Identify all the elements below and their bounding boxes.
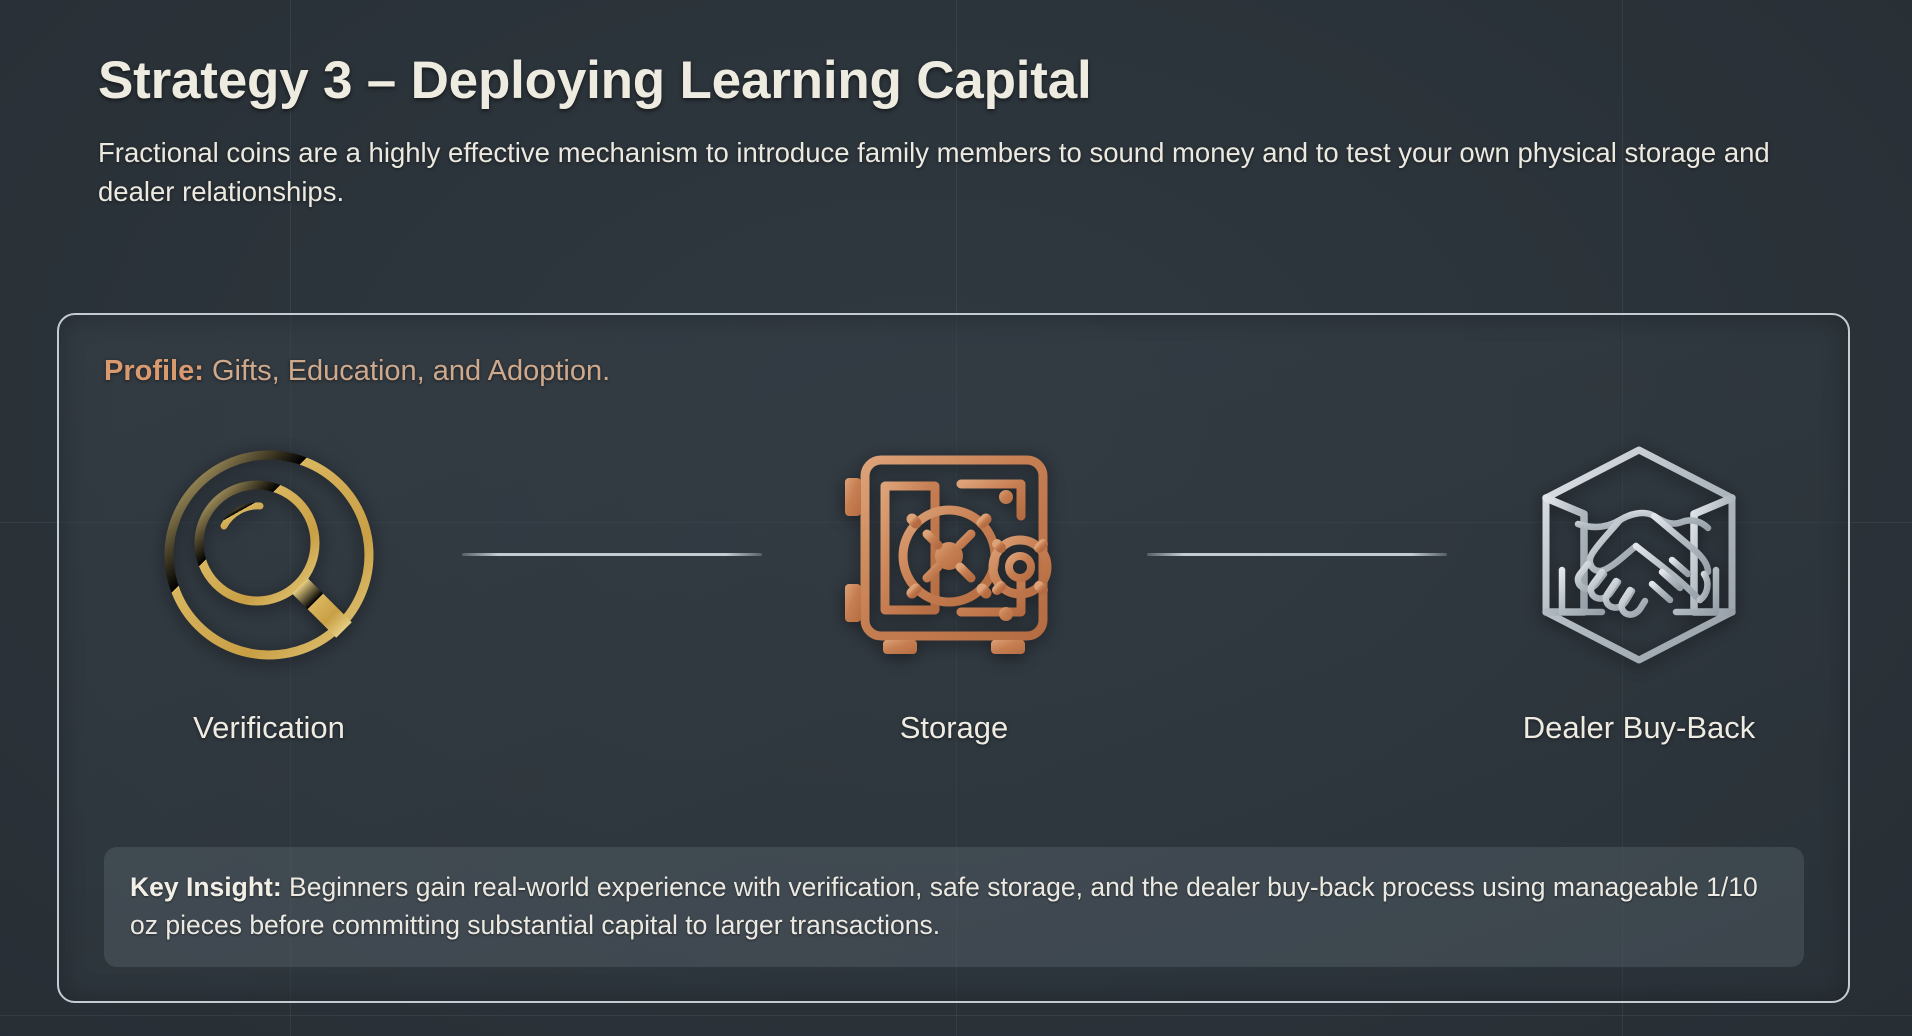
grid-line-horizontal [0,1015,1912,1016]
flow-connector [1146,553,1447,556]
page-subtitle: Fractional coins are a highly effective … [98,137,1770,208]
magnifier-circle-icon [144,430,394,680]
flow-step-label: Dealer Buy-Back [1522,710,1756,745]
key-insight-label: Key Insight: [130,872,282,902]
handshake-hexagon-icon [1514,430,1764,680]
flow-step-label: Verification [193,710,345,745]
profile-label: Profile: [104,355,204,387]
flow-step-label: Storage [899,710,1009,745]
strategy-card: Profile: Gifts, Education, and Adoption. [57,313,1850,1003]
key-insight-text: Beginners gain real-world experience wit… [130,872,1758,941]
process-flow: Verification [104,430,1804,830]
header: Strategy 3 – Deploying Learning Capital … [98,50,1858,212]
safe-vault-icon [829,430,1079,680]
flow-step-dealer-buyback[interactable]: Dealer Buy-Back [1474,430,1804,746]
flow-step-verification[interactable]: Verification [104,430,434,746]
flow-connector [461,553,762,556]
page-title: Strategy 3 – Deploying Learning Capital [98,51,1092,110]
profile-value: Gifts, Education, and Adoption. [211,355,611,387]
profile-line: Profile: Gifts, Education, and Adoption. [104,355,610,388]
flow-step-storage[interactable]: Storage [789,430,1119,746]
key-insight-box: Key Insight: Beginners gain real-world e… [104,847,1804,968]
